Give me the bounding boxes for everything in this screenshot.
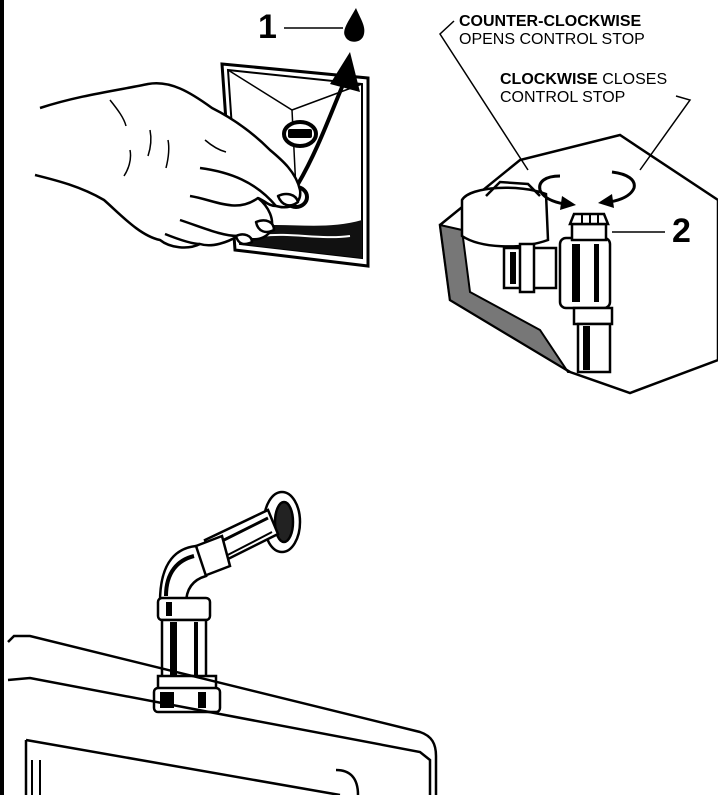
water-drop-icon	[344, 8, 364, 42]
clockwise-label: CLOCKWISE CLOSES CONTROL STOP	[500, 72, 667, 106]
counter-clockwise-title: COUNTER-CLOCKWISE	[459, 14, 645, 30]
clockwise-description: CLOSES	[598, 71, 667, 88]
control-stop-handle	[572, 224, 606, 240]
left-border	[0, 0, 4, 795]
clockwise-description-line2: CONTROL STOP	[500, 90, 667, 106]
counter-clockwise-description: OPENS CONTROL STOP	[459, 32, 645, 48]
counter-clockwise-label: COUNTER-CLOCKWISE OPENS CONTROL STOP	[459, 14, 645, 48]
flush-valve-piping	[154, 492, 300, 712]
step-2-number: 2	[672, 214, 691, 248]
urinal-fixture	[8, 636, 436, 795]
clockwise-title: CLOCKWISE	[500, 71, 598, 88]
step-1-number: 1	[258, 10, 277, 44]
